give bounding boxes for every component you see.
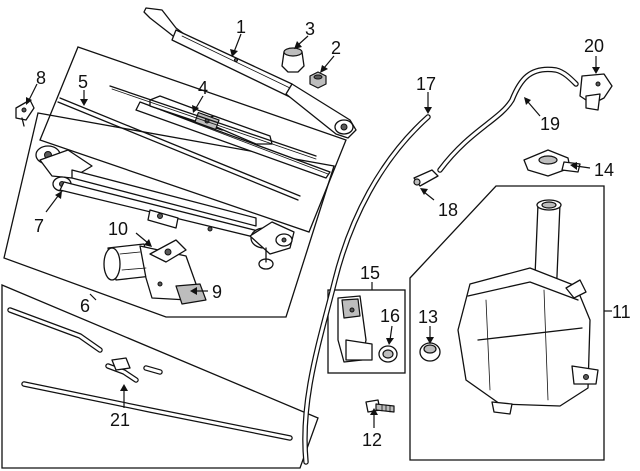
- callout-leaders: [26, 33, 612, 428]
- callout-20: 20: [584, 36, 604, 56]
- group-box-wiper-blade: [39, 46, 347, 233]
- callout-7: 7: [34, 216, 44, 236]
- wiper-arm[interactable]: [143, 7, 357, 139]
- callout-17: 17: [416, 74, 436, 94]
- group-box-washer-reservoir: [409, 185, 605, 461]
- retaining-clip[interactable]: [15, 99, 35, 127]
- callout-3: 3: [305, 19, 315, 39]
- washer-reservoir[interactable]: [457, 199, 599, 415]
- washer-nozzle[interactable]: [579, 73, 613, 111]
- callout-labels: 1 2 3 4 5 6 7 8 9 10 11 12 13 14 15 16 1…: [34, 17, 631, 450]
- arm-nut[interactable]: [309, 71, 327, 89]
- pump-seal[interactable]: [378, 345, 398, 363]
- callout-14: 14: [594, 160, 614, 180]
- mounting-bolt[interactable]: [365, 399, 395, 413]
- callout-18: 18: [438, 200, 458, 220]
- callout-9: 9: [212, 282, 222, 302]
- hose-joint[interactable]: [413, 169, 439, 187]
- washer-hose-long[interactable]: [302, 114, 431, 465]
- callout-16: 16: [380, 306, 400, 326]
- wiper-blade[interactable]: [135, 95, 331, 179]
- wiper-linkage[interactable]: [35, 145, 295, 270]
- callout-5: 5: [78, 72, 88, 92]
- callout-12: 12: [362, 430, 382, 450]
- washer-pump[interactable]: [337, 295, 373, 363]
- reservoir-cap[interactable]: [523, 149, 581, 177]
- callout-6: 6: [80, 296, 90, 316]
- callout-15: 15: [360, 263, 380, 283]
- washer-hose-upper[interactable]: [437, 66, 579, 173]
- callout-1: 1: [236, 17, 246, 37]
- pump-grommet[interactable]: [419, 342, 441, 362]
- callout-2: 2: [331, 38, 341, 58]
- callout-10: 10: [108, 219, 128, 239]
- callout-21: 21: [110, 410, 130, 430]
- callout-19: 19: [540, 114, 560, 134]
- group-box-washer-pump: [327, 289, 406, 374]
- callout-8: 8: [36, 68, 46, 88]
- callout-11: 11: [612, 302, 631, 322]
- cowl-drain-hose[interactable]: [7, 307, 293, 441]
- group-box-cowl-seal: [1, 284, 319, 469]
- wiper-motor[interactable]: [103, 239, 207, 305]
- callout-4: 4: [198, 78, 208, 98]
- arm-nut-cap[interactable]: [281, 47, 305, 73]
- callout-13: 13: [418, 307, 438, 327]
- blade-refill[interactable]: [57, 85, 317, 201]
